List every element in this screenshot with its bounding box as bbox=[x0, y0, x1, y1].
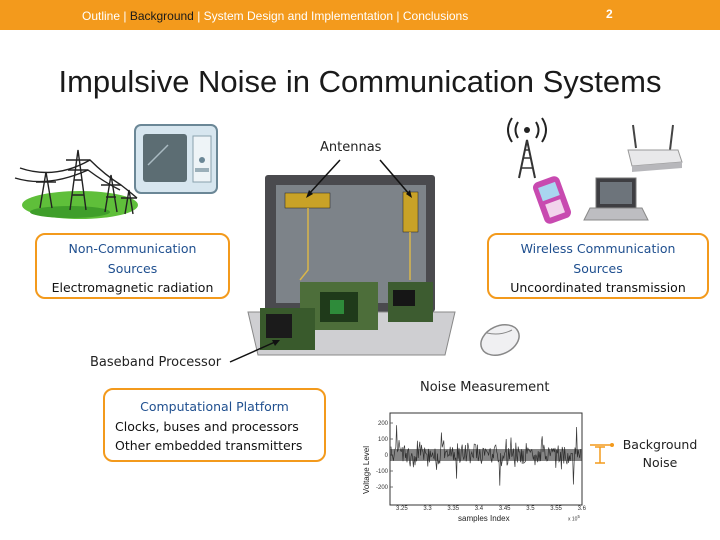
xtick-label: 3.25 bbox=[396, 506, 408, 512]
xtick-label: 3.6 bbox=[578, 506, 586, 512]
background-noise-line: Noise bbox=[622, 455, 698, 470]
ytick-label: -200 bbox=[370, 480, 388, 496]
xtick-label: 3.45 bbox=[499, 506, 511, 512]
ytick-label: 100 bbox=[370, 432, 388, 448]
background-noise-marker bbox=[590, 443, 614, 463]
wireless-communication-text: Wireless Communication Sources Uncoordin… bbox=[487, 239, 709, 298]
power-lines-icon bbox=[15, 150, 138, 219]
box-line: Other embedded transmitters bbox=[103, 436, 326, 456]
mouse-icon bbox=[476, 319, 524, 361]
noise-plot bbox=[390, 413, 582, 505]
box-line: Non-Communication bbox=[35, 239, 230, 259]
mobile-phone-icon bbox=[531, 175, 572, 226]
plot-xlabel: samples Index bbox=[458, 514, 510, 523]
antennas-label: Antennas bbox=[320, 140, 381, 155]
cell-tower-icon bbox=[508, 118, 546, 178]
ytick-label: 200 bbox=[370, 416, 388, 432]
box-line: Sources bbox=[487, 259, 709, 279]
ytick-label: -100 bbox=[370, 464, 388, 480]
xtick-label: 3.55 bbox=[550, 506, 562, 512]
ytick-label: 0 bbox=[370, 448, 388, 464]
plot-yticks: 200 100 0 -100 -200 bbox=[370, 416, 388, 496]
xtick-label: 3.5 bbox=[526, 506, 534, 512]
baseband-processor-label: Baseband Processor bbox=[90, 355, 221, 370]
background-noise-label: Background Noise bbox=[622, 437, 698, 470]
laptop-icon bbox=[248, 175, 455, 355]
box-line: Computational Platform bbox=[103, 397, 326, 417]
box-line: Clocks, buses and processors bbox=[103, 417, 326, 437]
xtick-label: 3.4 bbox=[475, 506, 483, 512]
box-line: Uncoordinated transmission bbox=[487, 278, 709, 298]
box-line: Electromagnetic radiation bbox=[35, 278, 230, 298]
non-communication-text: Non-Communication Sources Electromagneti… bbox=[35, 239, 230, 298]
exponent-power: 5 bbox=[577, 514, 579, 519]
computational-platform-text: Computational Platform Clocks, buses and… bbox=[103, 397, 326, 456]
xtick-label: 3.35 bbox=[447, 506, 459, 512]
noise-measurement-label: Noise Measurement bbox=[420, 380, 549, 395]
plot-xticks: 3.25 3.3 3.35 3.4 3.45 3.5 3.55 3.6 bbox=[396, 506, 586, 512]
box-line: Sources bbox=[35, 259, 230, 279]
xtick-label: 3.3 bbox=[423, 506, 431, 512]
router-icon bbox=[628, 125, 682, 172]
microwave-icon bbox=[135, 125, 217, 193]
small-laptop-icon bbox=[584, 178, 648, 220]
background-noise-line: Background bbox=[622, 437, 698, 452]
box-line: Wireless Communication bbox=[487, 239, 709, 259]
plot-x-exponent: x 105 bbox=[568, 514, 580, 523]
